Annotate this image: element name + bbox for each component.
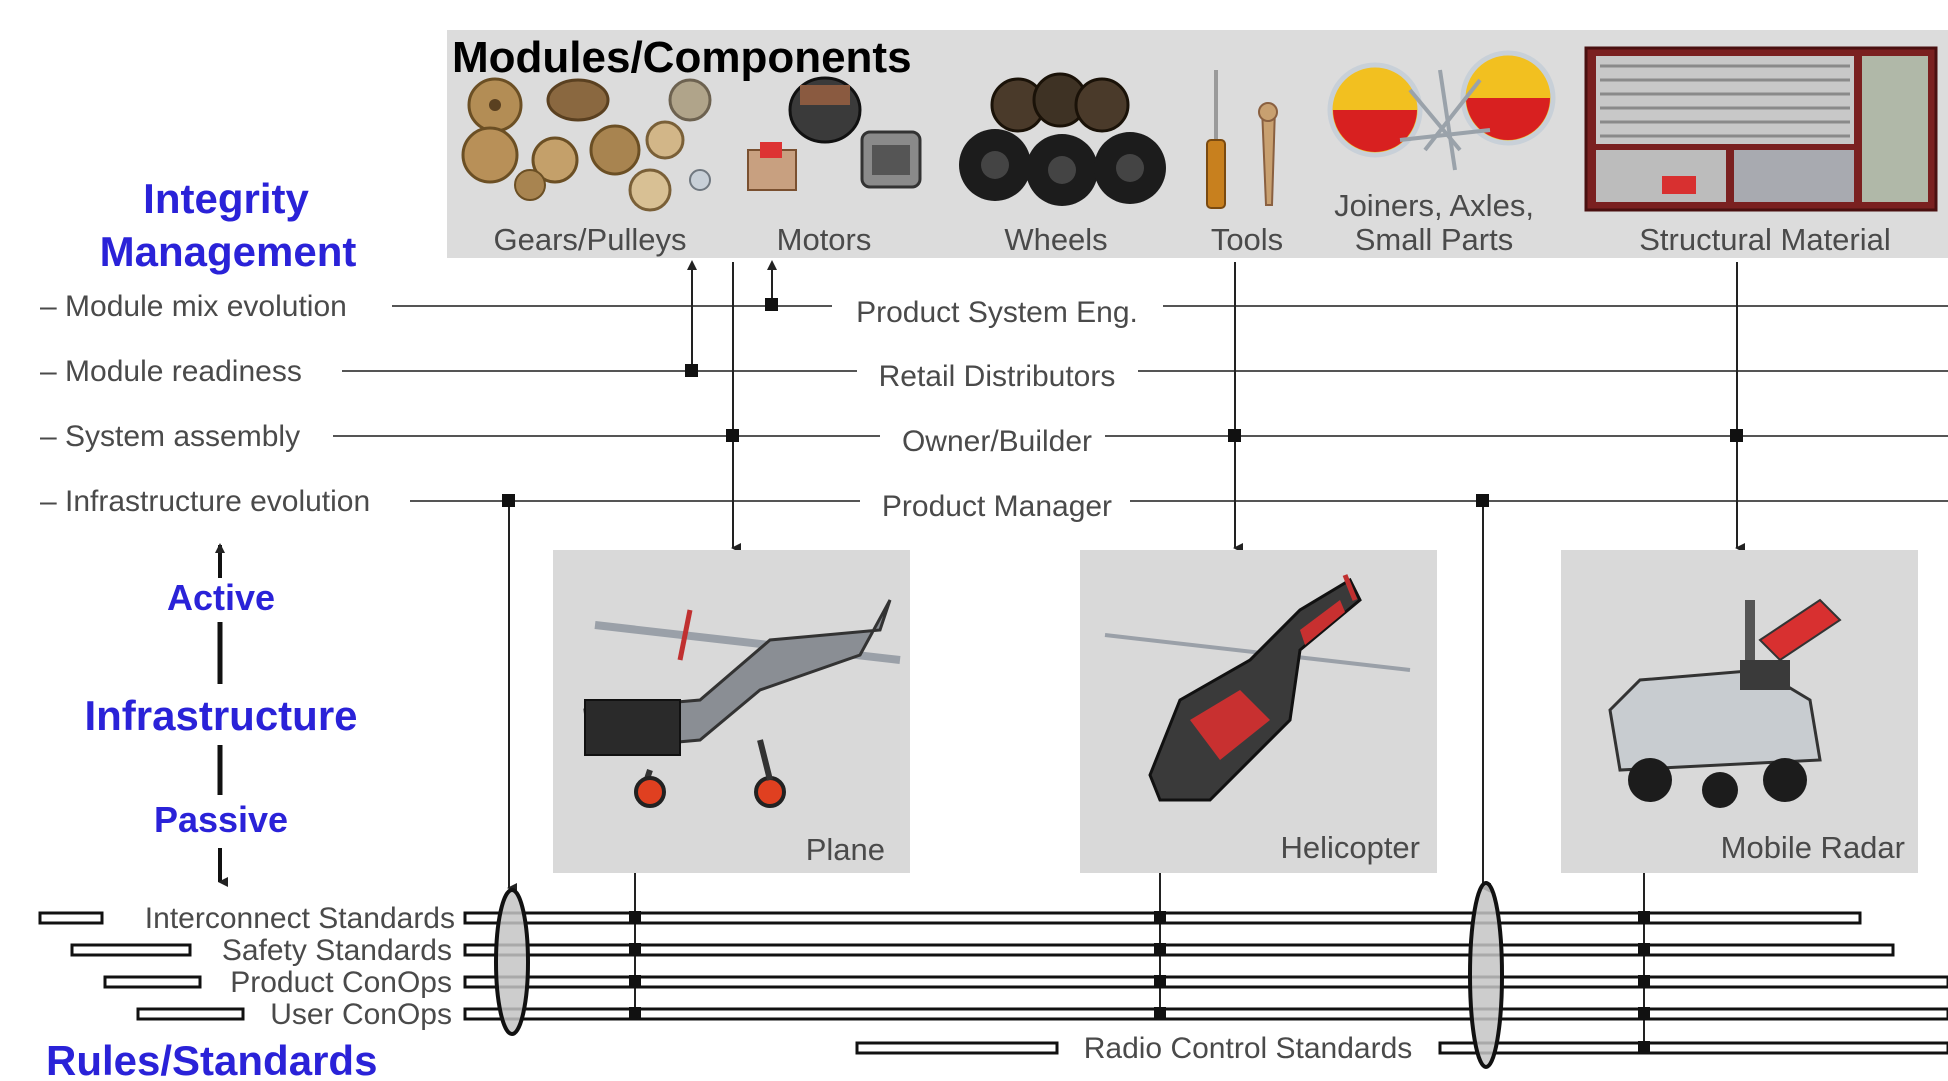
product-label-plane: Plane: [806, 832, 885, 867]
component-label-structural-material: Structural Material: [1639, 222, 1891, 257]
standards-ellipse-right: [1468, 881, 1504, 1069]
integrity-item-module-mix: – Module mix evolution: [40, 290, 347, 323]
standards-ellipse-left: [494, 888, 530, 1036]
integrity-item-infrastructure-evolution: – Infrastructure evolution: [40, 485, 370, 518]
structural-material-icon: [1584, 46, 1938, 212]
standard-safety: Safety Standards: [222, 934, 452, 967]
component-label-small-parts-line1: Joiners, Axles,: [1334, 188, 1534, 223]
gears-pulleys-icon: [461, 77, 712, 212]
integrity-title-line1: Integrity: [143, 175, 309, 222]
tools-icon: [1206, 70, 1278, 209]
component-label-small-parts-line2: Small Parts: [1355, 222, 1513, 257]
integrity-title-line2: Management: [100, 228, 357, 275]
role-product-manager: Product Manager: [882, 490, 1112, 523]
role-product-system-eng: Product System Eng.: [856, 296, 1138, 329]
product-label-helicopter: Helicopter: [1280, 830, 1420, 865]
modules-title: Modules/Components: [452, 33, 912, 82]
wheels-icon: [959, 72, 1166, 206]
component-label-wheels: Wheels: [1004, 222, 1107, 257]
role-lines: [333, 305, 1948, 502]
small-parts-icon: [1327, 50, 1556, 171]
infrastructure-passive-label: Passive: [154, 799, 288, 840]
infrastructure-title: Infrastructure: [84, 692, 357, 739]
integrity-item-system-assembly: – System assembly: [40, 420, 300, 453]
infrastructure-active-label: Active: [167, 577, 275, 618]
component-label-gears-pulleys: Gears/Pulleys: [494, 222, 687, 257]
role-retail-distributors: Retail Distributors: [879, 360, 1116, 393]
integrity-item-module-readiness: – Module readiness: [40, 355, 302, 388]
standard-user-conops: User ConOps: [270, 998, 452, 1031]
component-label-motors: Motors: [777, 222, 872, 257]
standard-interconnect: Interconnect Standards: [145, 902, 455, 935]
standard-radio-control: Radio Control Standards: [1084, 1032, 1413, 1065]
mobile-radar-model-icon: [1608, 598, 1842, 808]
helicopter-model-icon: [1104, 574, 1411, 802]
product-label-mobile-radar: Mobile Radar: [1721, 830, 1905, 865]
component-label-tools: Tools: [1211, 222, 1283, 257]
rules-standards-title: Rules/Standards: [46, 1037, 377, 1081]
standard-product-conops: Product ConOps: [230, 966, 452, 999]
standard-junctions: [629, 911, 1650, 1053]
junction-dots: [502, 298, 1743, 507]
motors-icon: [747, 76, 922, 191]
plane-model-icon: [583, 599, 901, 808]
role-owner-builder: Owner/Builder: [902, 425, 1092, 458]
